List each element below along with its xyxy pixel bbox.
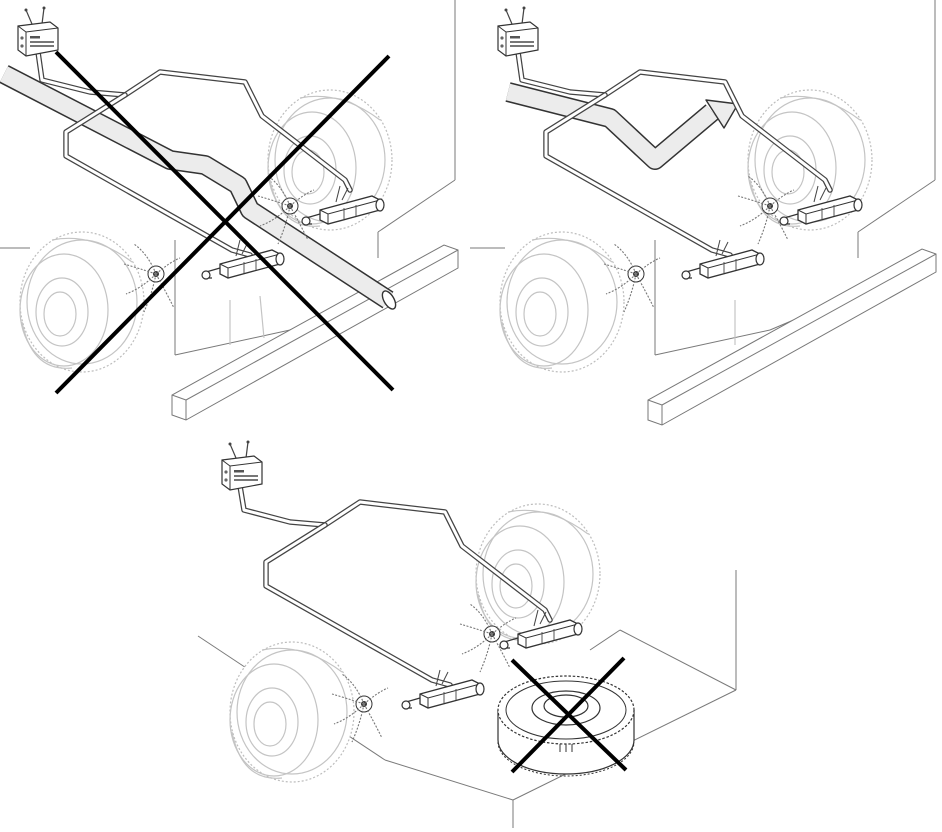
front-drive-motor	[401, 669, 485, 710]
vehicle-body-outline	[470, 0, 937, 426]
spare-tire-icon	[497, 675, 635, 777]
front-wheel-icon	[499, 231, 625, 373]
cable-routing	[515, 49, 833, 258]
control-unit-icon	[221, 439, 263, 491]
panel-incorrect-spare-wheel	[197, 439, 737, 828]
panel-incorrect-exhaust-crossing	[0, 0, 459, 421]
exhaust-pipe-icon	[505, 82, 739, 170]
cable-routing	[237, 483, 553, 688]
control-unit-icon	[497, 5, 539, 57]
cross-mark-icon	[510, 656, 628, 774]
front-drive-motor	[681, 239, 765, 280]
cross-mark-icon	[54, 50, 395, 395]
cable-routing	[35, 49, 353, 258]
front-drive-motor	[201, 239, 285, 280]
exhaust-pipe-icon	[0, 65, 397, 310]
control-unit-icon	[17, 5, 59, 57]
panel-correct-exhaust-routing	[470, 0, 937, 426]
front-wheel-icon	[19, 231, 145, 373]
front-wheel-icon	[229, 641, 355, 783]
